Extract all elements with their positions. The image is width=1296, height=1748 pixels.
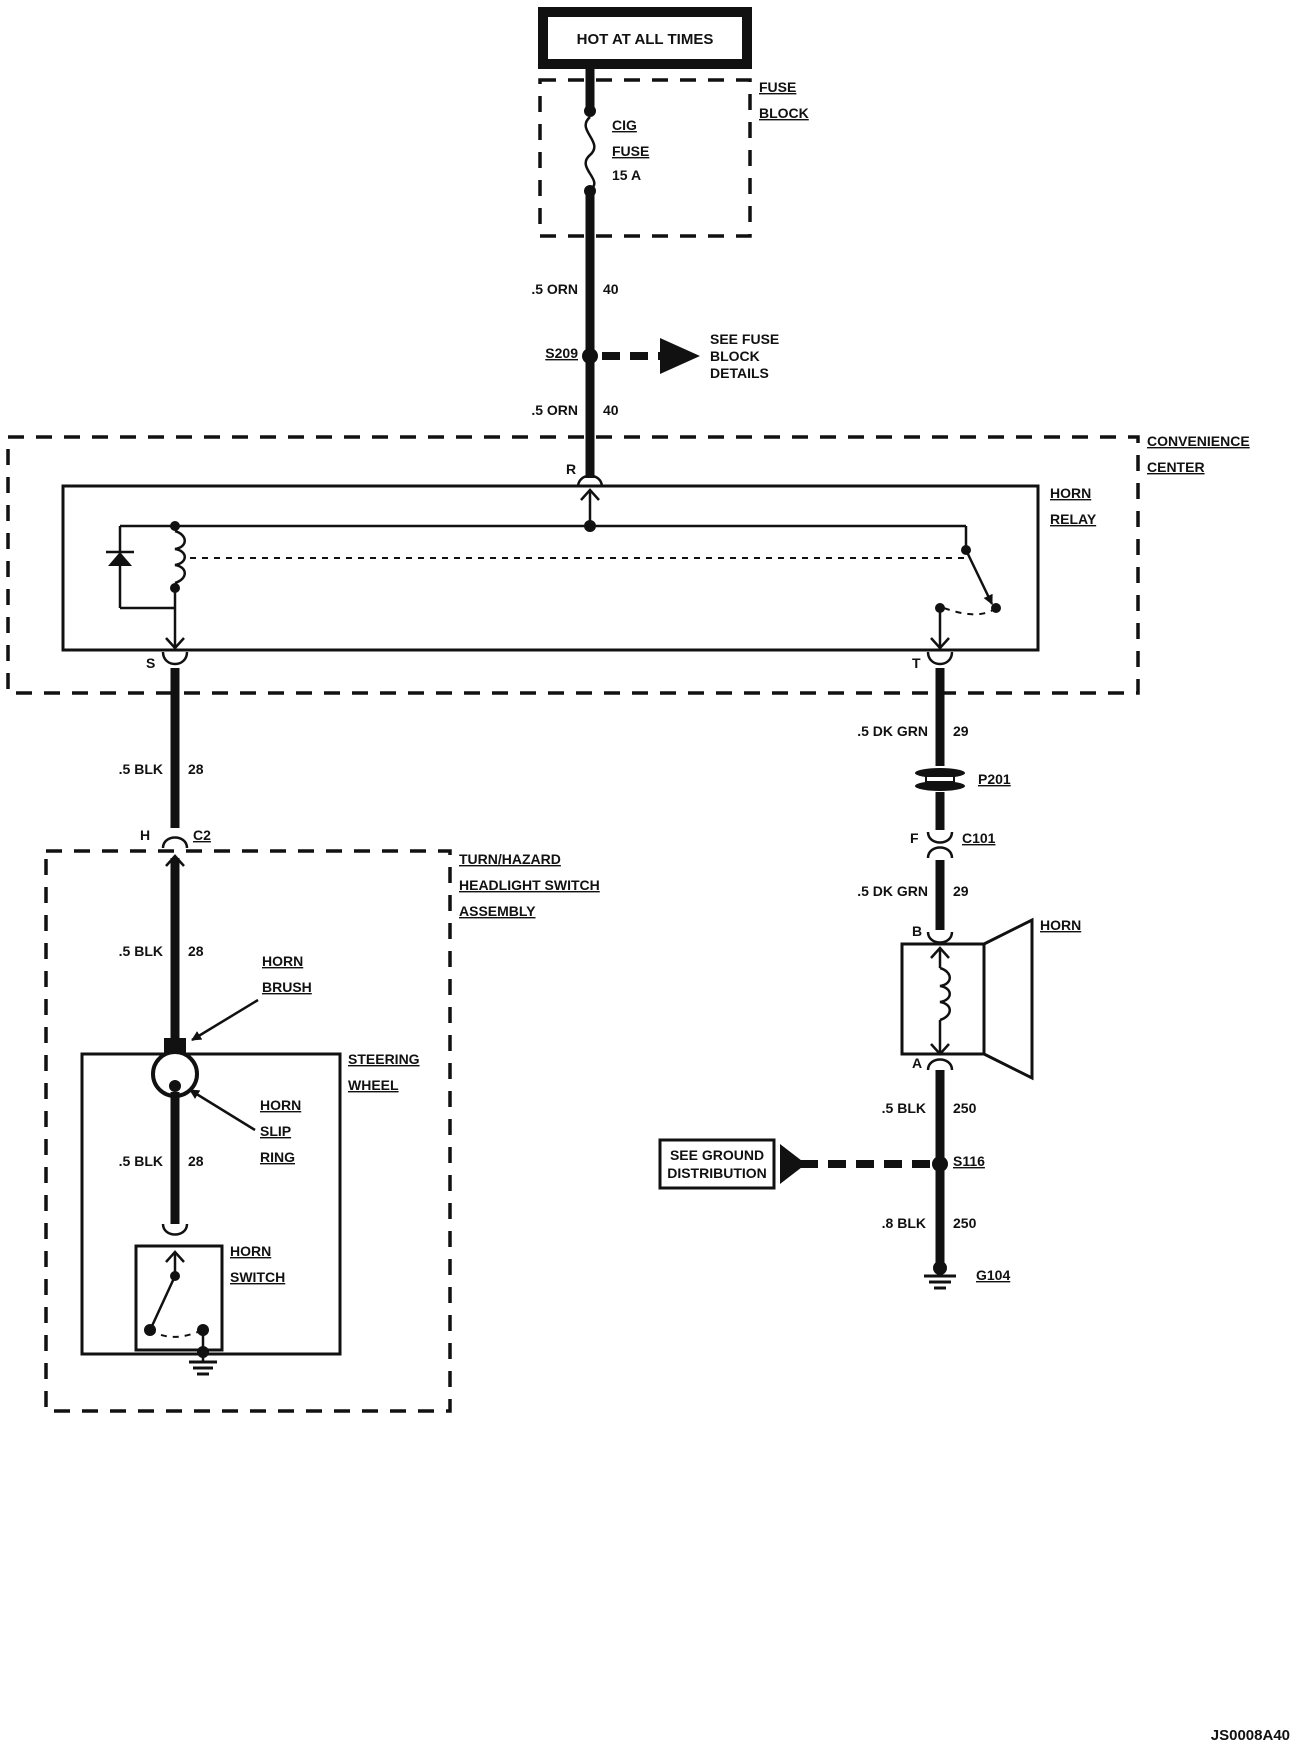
fuse-details-ref-3: DETAILS bbox=[710, 365, 769, 381]
fuse-name-2: FUSE bbox=[612, 143, 649, 159]
horn-switch-label-1: HORN bbox=[230, 1243, 271, 1259]
horn-brush-label-1: HORN bbox=[262, 953, 303, 969]
dk-grn-b-gauge: .5 DK GRN bbox=[857, 883, 928, 899]
blk-28-c-gauge: .5 BLK bbox=[119, 1153, 163, 1169]
horn-body bbox=[900, 942, 986, 1056]
horn-slip-ring-pointer bbox=[189, 1088, 256, 1132]
pin-t-label: T bbox=[912, 655, 921, 671]
pin-r-connector bbox=[576, 474, 604, 488]
steering-wheel-label-1: STEERING bbox=[348, 1051, 420, 1067]
orn-top-circuit: 40 bbox=[603, 281, 619, 297]
pin-s-label: S bbox=[146, 655, 155, 671]
blk-250-a-circuit: 250 bbox=[953, 1100, 977, 1116]
horn-switch-ground-icon bbox=[189, 1352, 217, 1376]
fuse-details-ref-1: SEE FUSE bbox=[710, 331, 779, 347]
s116-splice-dot bbox=[932, 1156, 948, 1172]
horn-switch-label-2: SWITCH bbox=[230, 1269, 285, 1285]
blk-28-a-circuit: 28 bbox=[188, 761, 204, 777]
steering-wheel-label-2: WHEEL bbox=[348, 1077, 399, 1093]
dk-grn-b-circuit: 29 bbox=[953, 883, 969, 899]
p201-connector bbox=[915, 768, 965, 791]
pin-a-label: A bbox=[912, 1055, 922, 1071]
dk-grn-a-circuit: 29 bbox=[953, 723, 969, 739]
hot-at-all-times-label: HOT AT ALL TIMES bbox=[577, 31, 714, 48]
switch-assembly-label-3: ASSEMBLY bbox=[459, 903, 536, 919]
fuse-name-1: CIG bbox=[612, 117, 637, 133]
p201-label: P201 bbox=[978, 771, 1011, 787]
c2-label: C2 bbox=[193, 827, 211, 843]
horn-slip-ring-label-3: RING bbox=[260, 1149, 295, 1165]
horn-switch-box bbox=[134, 1244, 224, 1352]
orn-top-gauge: .5 ORN bbox=[531, 281, 578, 297]
c2-connector bbox=[161, 836, 189, 849]
blk-28-b-circuit: 28 bbox=[188, 943, 204, 959]
horn-bell-icon bbox=[983, 917, 1034, 1081]
horn-coil-icon bbox=[939, 966, 951, 1022]
fuse-details-arrow-icon bbox=[660, 338, 700, 374]
horn-relay-label-1: HORN bbox=[1050, 485, 1091, 501]
fuse-block-outline bbox=[538, 78, 752, 238]
horn-relay-label-2: RELAY bbox=[1050, 511, 1097, 527]
blk-250-b-circuit: 250 bbox=[953, 1215, 977, 1231]
fuse-rating: 15 A bbox=[612, 167, 641, 183]
orn-bottom-gauge: .5 ORN bbox=[531, 402, 578, 418]
ground-ref-1: SEE GROUND bbox=[670, 1147, 764, 1163]
fuse-details-ref-2: BLOCK bbox=[710, 348, 760, 364]
c101-connector bbox=[926, 831, 954, 844]
switch-assembly-label-2: HEADLIGHT SWITCH bbox=[459, 877, 600, 893]
s209-splice-dot bbox=[582, 348, 598, 364]
c101-label: C101 bbox=[962, 830, 996, 846]
diode-icon bbox=[108, 552, 132, 566]
horn-slip-ring-label-2: SLIP bbox=[260, 1123, 291, 1139]
horn-relay-box bbox=[61, 484, 1040, 652]
blk-250-b-gauge: .8 BLK bbox=[882, 1215, 926, 1231]
orn-bottom-circuit: 40 bbox=[603, 402, 619, 418]
relay-internal-circuit bbox=[106, 521, 1001, 650]
pin-s-connector bbox=[161, 651, 189, 666]
convenience-center-label-1: CONVENIENCE bbox=[1147, 433, 1250, 449]
s116-label: S116 bbox=[953, 1153, 985, 1169]
ground-ref-arrow-icon bbox=[780, 1144, 806, 1184]
fuse-block-title-1: FUSE bbox=[759, 79, 796, 95]
horn-switch-arm bbox=[150, 1275, 177, 1327]
blk-28-a-gauge: .5 BLK bbox=[119, 761, 163, 777]
relay-contact-arm bbox=[964, 549, 994, 605]
cig-fuse-symbol bbox=[584, 69, 596, 197]
pin-b-label: B bbox=[912, 923, 922, 939]
dk-grn-a-gauge: .5 DK GRN bbox=[857, 723, 928, 739]
horn-brush-pointer bbox=[191, 998, 259, 1042]
horn-label: HORN bbox=[1040, 917, 1081, 933]
blk-28-b-gauge: .5 BLK bbox=[119, 943, 163, 959]
pin-r-label: R bbox=[566, 461, 576, 477]
fuse-block-title-2: BLOCK bbox=[759, 105, 809, 121]
steering-wheel-box bbox=[80, 1052, 342, 1356]
s209-label: S209 bbox=[545, 345, 578, 361]
ground-ref-2: DISTRIBUTION bbox=[667, 1165, 767, 1181]
pin-f-label: F bbox=[910, 830, 919, 846]
horn-brush-label-2: BRUSH bbox=[262, 979, 312, 995]
g104-label: G104 bbox=[976, 1267, 1010, 1283]
blk-250-a-gauge: .5 BLK bbox=[882, 1100, 926, 1116]
switch-assembly-outline bbox=[44, 849, 452, 1413]
hot-at-all-times-box: HOT AT ALL TIMES bbox=[538, 7, 752, 69]
diagram-code: JS0008A40 bbox=[1211, 1727, 1290, 1744]
pin-t-connector bbox=[926, 651, 954, 666]
switch-assembly-label-1: TURN/HAZARD bbox=[459, 851, 561, 867]
ground-ref-box bbox=[658, 1138, 776, 1190]
pin-h-label: H bbox=[140, 827, 150, 843]
blk-28-c-circuit: 28 bbox=[188, 1153, 204, 1169]
relay-coil-icon bbox=[174, 529, 186, 585]
g104-ground-icon bbox=[924, 1268, 956, 1290]
horn-slip-ring-label-1: HORN bbox=[260, 1097, 301, 1113]
convenience-center-label-2: CENTER bbox=[1147, 459, 1205, 475]
horn-brush-block bbox=[164, 1038, 186, 1054]
convenience-center-outline bbox=[6, 435, 1140, 695]
